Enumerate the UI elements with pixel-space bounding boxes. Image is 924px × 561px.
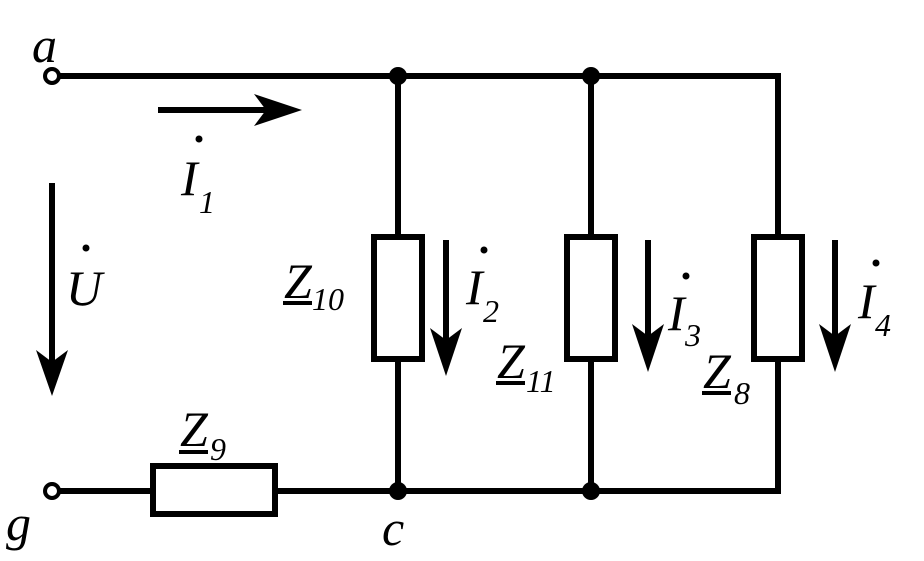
current-subscript: 1 (199, 184, 215, 220)
current-i3-arrow (632, 240, 664, 372)
current-subscript: 3 (684, 317, 701, 353)
terminal-g (43, 482, 61, 500)
impedance-symbol: Z (180, 401, 209, 457)
impedance-subscript: 11 (526, 363, 556, 399)
junction-dot (389, 67, 407, 85)
impedance-symbol: Z (497, 333, 526, 389)
wires (55, 73, 781, 494)
impedance-label-z11: Z 11 (496, 333, 556, 399)
impedance-label-z8: Z 8 (702, 343, 750, 411)
phasor-dot (480, 246, 488, 254)
node-label-c: c (382, 500, 404, 556)
current-subscript: 2 (483, 293, 499, 329)
impedance-subscript: 8 (734, 375, 750, 411)
impedance-z10-box (371, 234, 425, 362)
voltage-u-arrow (36, 183, 68, 396)
junction-dot (582, 482, 600, 500)
phasor-dot (82, 244, 90, 252)
impedance-symbol: Z (703, 343, 732, 399)
impedance-subscript: 9 (210, 431, 226, 467)
impedance-symbol: Z (284, 253, 313, 309)
impedance-label-z9: Z 9 (179, 401, 226, 467)
junction-dot (582, 67, 600, 85)
voltage-label: U (66, 244, 105, 316)
voltage-symbol: U (66, 260, 105, 316)
impedance-z8-box (751, 234, 805, 362)
current-symbol: I (857, 273, 877, 329)
current-label-i2: I 2 (465, 246, 499, 329)
current-symbol: I (667, 285, 687, 341)
current-label-i3: I 3 (667, 272, 701, 353)
current-label-i1: I 1 (180, 135, 215, 220)
impedance-label-z10: Z 10 (283, 253, 344, 317)
impedance-subscript: 10 (312, 281, 344, 317)
current-subscript: 4 (875, 307, 891, 343)
current-i4-arrow (819, 240, 851, 372)
current-symbol: I (180, 150, 200, 206)
impedance-z9-box (150, 463, 278, 517)
phasor-dot (682, 272, 690, 280)
current-i2-arrow (430, 240, 462, 376)
phasor-dot (195, 135, 203, 143)
impedance-z11-box (564, 234, 618, 362)
terminal-a (43, 67, 61, 85)
junction-dot (389, 482, 407, 500)
node-label-a: a (32, 17, 57, 73)
phasor-dot (872, 259, 880, 267)
current-label-i4: I 4 (857, 259, 891, 343)
current-symbol: I (465, 259, 485, 315)
node-label-g: g (6, 495, 31, 551)
current-i1-arrow (158, 94, 302, 126)
